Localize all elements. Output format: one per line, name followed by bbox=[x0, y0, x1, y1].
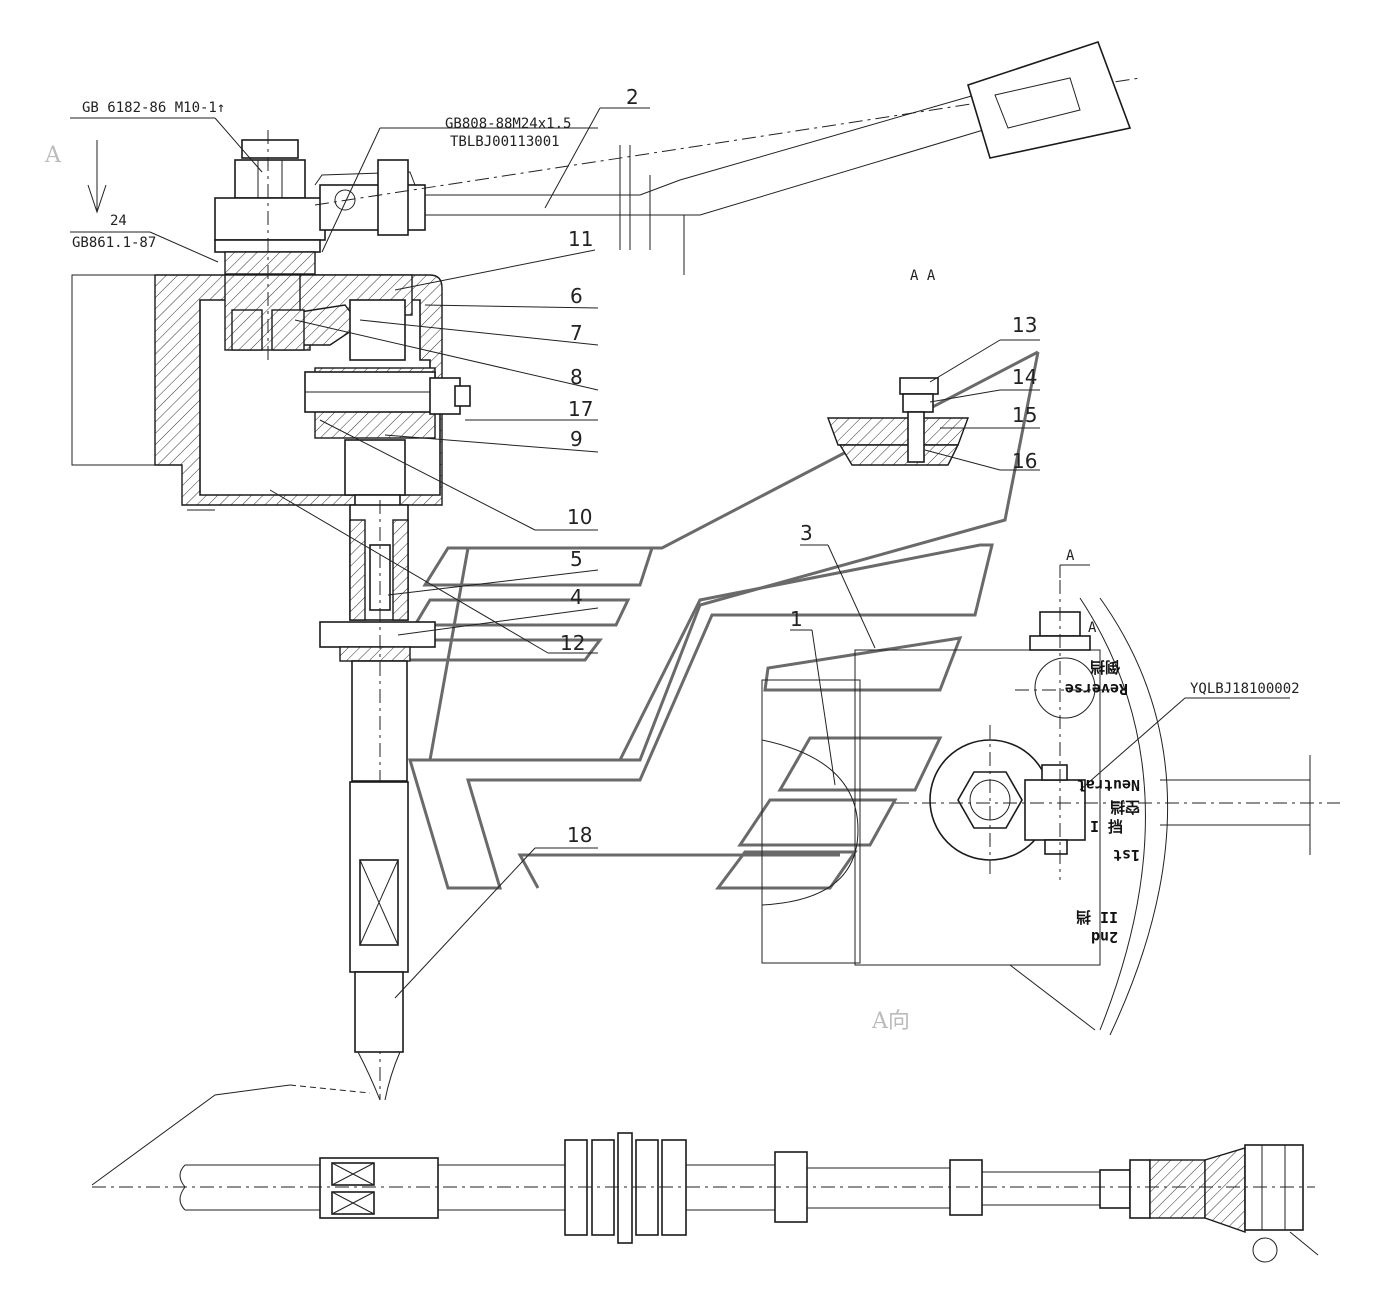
callout-17: 17 bbox=[568, 397, 593, 421]
callout-gb861: GB861.1-87 bbox=[72, 235, 156, 251]
callout-16: 16 bbox=[1012, 449, 1037, 473]
callout-8: 8 bbox=[570, 365, 583, 389]
callout-1: 1 bbox=[790, 607, 803, 631]
callout-6: 6 bbox=[570, 284, 583, 308]
lower-cable-shaft bbox=[319, 500, 436, 1101]
gear-reverse-en: Reverse bbox=[1065, 680, 1128, 698]
callout-15: 15 bbox=[1012, 403, 1037, 427]
callout-2: 2 bbox=[626, 85, 639, 109]
gear-second-en: 2nd bbox=[1091, 928, 1118, 946]
callout-gb6182: GB 6182-86 M10-1↑ bbox=[82, 100, 225, 116]
gear-plate-labels: 倒挡 Reverse 空挡 Neutral I 挡 1st II 挡 2nd bbox=[1065, 658, 1140, 946]
callout-ylbj: YQLBJ18100002 bbox=[1190, 681, 1300, 697]
callout-7: 7 bbox=[570, 321, 583, 345]
callout-24: 24 bbox=[110, 213, 127, 229]
callout-18: 18 bbox=[567, 823, 592, 847]
section-aa-detail bbox=[826, 377, 970, 466]
gear-first-cn: I 挡 bbox=[1090, 818, 1123, 836]
callout-3: 3 bbox=[800, 521, 813, 545]
view-a-label: A bbox=[44, 143, 62, 168]
callout-tblbj: TBLBJ00113001 bbox=[450, 134, 560, 150]
cable-assembly-bottom bbox=[91, 1084, 1319, 1263]
a-view-gear-plate bbox=[761, 564, 1340, 1036]
callout-11: 11 bbox=[568, 227, 593, 251]
callout-13: 13 bbox=[1012, 313, 1037, 337]
section-mark-a-small: A bbox=[1088, 620, 1097, 636]
callout-12: 12 bbox=[560, 631, 585, 655]
down-arrow-icon bbox=[87, 140, 107, 214]
gear-first-en: 1st bbox=[1113, 846, 1140, 864]
gear-neutral-en: Neutral bbox=[1077, 776, 1140, 794]
section-mark-a: A bbox=[1066, 548, 1075, 564]
lever-nut-stack bbox=[214, 130, 326, 360]
leader-lines bbox=[70, 107, 1290, 999]
lever-arm-2 bbox=[314, 40, 1141, 275]
view-labels: A A A A A A向 bbox=[44, 143, 1097, 1034]
gear-second-cn: II 挡 bbox=[1076, 908, 1118, 926]
callout-5: 5 bbox=[570, 547, 583, 571]
logo-watermark bbox=[392, 350, 1040, 890]
section-aa-label: A A bbox=[910, 268, 936, 284]
callout-gb808: GB808-88M24x1.5 bbox=[445, 116, 571, 132]
callout-4: 4 bbox=[570, 585, 583, 609]
callout-14: 14 bbox=[1012, 365, 1037, 389]
a-view-label: A向 bbox=[871, 1009, 910, 1034]
shifter-housing bbox=[71, 274, 471, 511]
gear-reverse-cn: 倒挡 bbox=[1090, 658, 1121, 676]
callout-9: 9 bbox=[570, 427, 583, 451]
callout-10: 10 bbox=[567, 505, 592, 529]
gear-neutral-cn: 空挡 bbox=[1110, 798, 1140, 816]
callout-labels: GB 6182-86 M10-1↑ GB808-88M24x1.5 TBLBJ0… bbox=[72, 85, 1300, 847]
